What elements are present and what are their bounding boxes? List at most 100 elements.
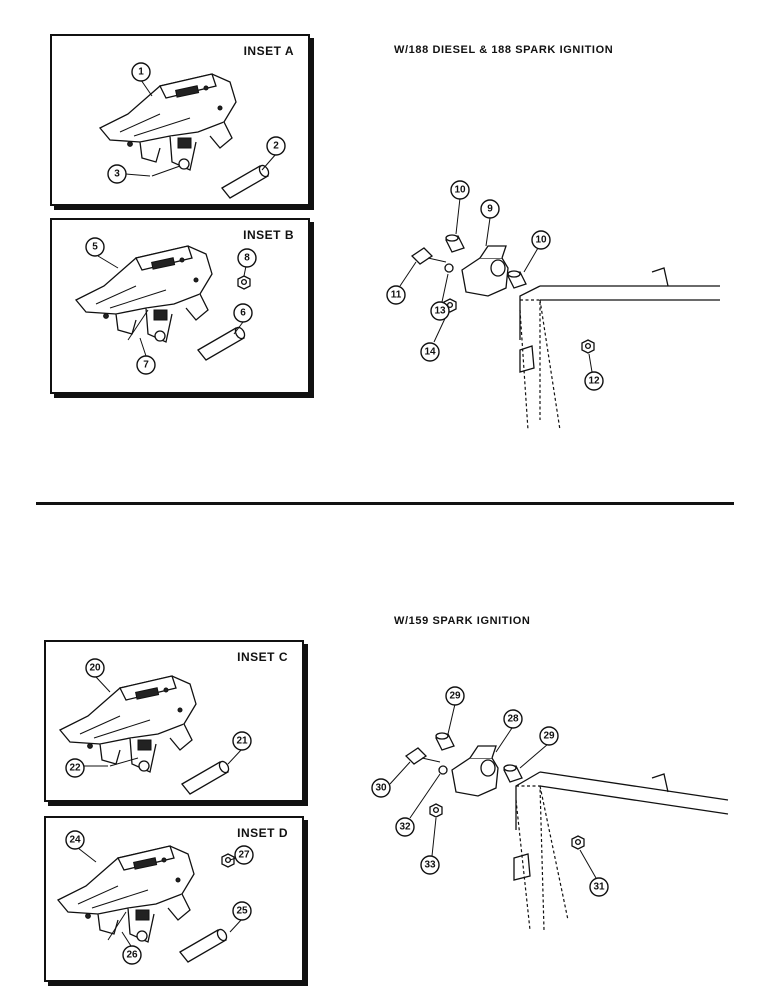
leader-29a: [447, 703, 456, 735]
inset-b-bolt: [127, 309, 149, 341]
callout-3: 3: [107, 164, 127, 184]
svg-text:14: 14: [424, 347, 436, 358]
svg-text:8: 8: [244, 253, 250, 264]
svg-text:21: 21: [236, 736, 248, 747]
callout-10b: 10: [531, 230, 551, 250]
callout-21: 21: [232, 731, 252, 751]
frame-rail-top: [519, 267, 720, 431]
frame-rail-bottom: [513, 771, 729, 931]
callout-7: 7: [136, 355, 156, 375]
svg-text:10: 10: [454, 185, 466, 196]
svg-text:10: 10: [535, 235, 547, 246]
part-29-bushing-b: [503, 764, 523, 783]
callout-9: 9: [480, 199, 500, 219]
section-title-top: W/188 DIESEL & 188 SPARK IGNITION: [394, 44, 614, 56]
svg-text:33: 33: [424, 860, 436, 871]
leader-33: [431, 817, 437, 857]
callout-1: 1: [131, 62, 151, 82]
leader-30: [389, 761, 411, 785]
callout-33: 33: [420, 855, 440, 875]
part-10-bushing-a: [445, 234, 465, 253]
callout-31: 31: [589, 877, 609, 897]
inset-c-roll-pin: [109, 757, 139, 767]
leader-31: [579, 849, 597, 879]
callout-25: 25: [232, 901, 252, 921]
callout-5: 5: [85, 237, 105, 257]
part-12-nut: [581, 339, 595, 354]
leader-29b: [519, 743, 549, 769]
leader-1: [140, 79, 153, 97]
leader-32: [409, 773, 441, 819]
part-11-bolt: [410, 247, 447, 265]
part-33-nut: [429, 803, 443, 818]
leader-8: [243, 265, 247, 277]
callout-29b: 29: [539, 726, 559, 746]
leader-3: [125, 173, 151, 177]
leader-9: [485, 217, 491, 247]
callout-29a: 29: [445, 686, 465, 706]
leader-10a: [455, 197, 461, 235]
leader-20: [95, 676, 111, 693]
inset-c-title: INSET C: [237, 650, 288, 664]
part-32-washer: [438, 765, 448, 775]
inset-b-bolster: [75, 245, 213, 343]
part-9-bracket: [461, 245, 509, 297]
inset-c-pin: [181, 759, 232, 795]
callout-13: 13: [430, 301, 450, 321]
svg-text:31: 31: [593, 882, 605, 893]
svg-text:29: 29: [449, 691, 461, 702]
inset-b-pin: [197, 325, 248, 361]
svg-text:25: 25: [236, 906, 248, 917]
svg-text:20: 20: [89, 663, 101, 674]
svg-text:29: 29: [543, 731, 555, 742]
callout-2: 2: [266, 136, 286, 156]
callout-30: 30: [371, 778, 391, 798]
part-28-bracket: [451, 745, 499, 797]
callout-6: 6: [233, 303, 253, 323]
svg-text:7: 7: [143, 360, 149, 371]
inset-a-roll-pin: [151, 165, 181, 177]
inset-b-nut: [237, 275, 251, 290]
part-13-washer: [444, 263, 454, 273]
svg-text:13: 13: [434, 306, 446, 317]
svg-text:27: 27: [238, 850, 250, 861]
part-10-bushing-b: [507, 270, 527, 289]
callout-11: 11: [386, 285, 406, 305]
svg-text:6: 6: [240, 308, 246, 319]
section-title-bottom: W/159 SPARK IGNITION: [394, 615, 531, 627]
part-30-bolt: [404, 747, 441, 765]
inset-c-bolster: [59, 675, 197, 773]
part-31-nut: [571, 835, 585, 850]
inset-d-pin: [179, 927, 230, 963]
callout-8: 8: [237, 248, 257, 268]
callout-20: 20: [85, 658, 105, 678]
inset-a-bolster: [99, 73, 237, 171]
inset-b-title: INSET B: [243, 228, 294, 242]
leader-12: [588, 353, 593, 373]
svg-text:3: 3: [114, 169, 120, 180]
svg-text:28: 28: [507, 714, 519, 725]
leader-21: [227, 748, 243, 765]
callout-10a: 10: [450, 180, 470, 200]
leader-5: [97, 255, 119, 269]
inset-a-title: INSET A: [243, 44, 294, 58]
leader-25: [229, 918, 243, 933]
leader-24: [77, 847, 97, 863]
leader-26: [121, 931, 132, 947]
svg-text:22: 22: [69, 763, 81, 774]
svg-text:24: 24: [69, 835, 81, 846]
section-divider: [36, 502, 734, 505]
svg-text:32: 32: [399, 822, 411, 833]
leader-11: [399, 261, 417, 287]
svg-text:9: 9: [487, 204, 493, 215]
leader-10b: [523, 247, 539, 273]
inset-d-bolt: [107, 911, 127, 941]
svg-text:11: 11: [391, 290, 402, 301]
callout-26: 26: [122, 945, 142, 965]
inset-d-title: INSET D: [237, 826, 288, 840]
svg-text:30: 30: [375, 783, 387, 794]
callout-32: 32: [395, 817, 415, 837]
inset-d-nut: [221, 853, 235, 868]
leader-28: [495, 727, 513, 753]
callout-12: 12: [584, 371, 604, 391]
